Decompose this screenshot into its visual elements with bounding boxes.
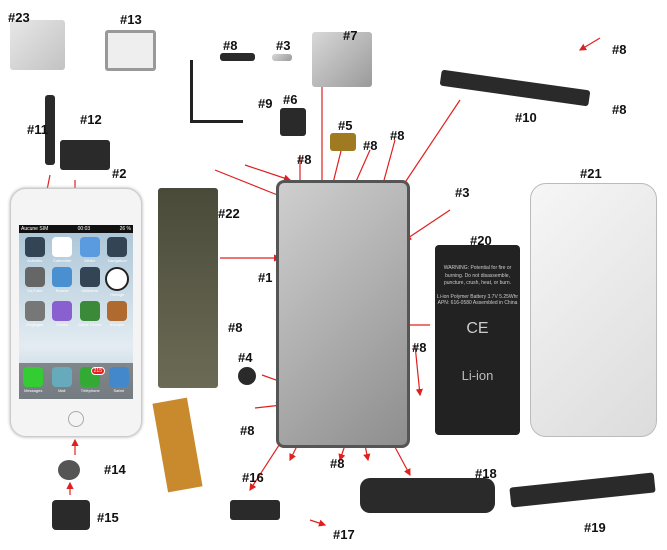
label: #17 xyxy=(333,527,355,542)
app-icon: Navigation xyxy=(105,237,131,263)
midframe-part xyxy=(276,180,410,448)
rear-camera-part xyxy=(280,108,306,136)
label: #9 xyxy=(258,96,273,111)
label: #8 xyxy=(363,138,378,153)
app-icon: Activités xyxy=(22,237,48,263)
home-button-part xyxy=(52,500,90,530)
label: #8 xyxy=(330,456,345,471)
label: #5 xyxy=(338,118,353,133)
dock-icon: Messages xyxy=(19,367,48,399)
app-icon: iTunes xyxy=(50,301,76,327)
screen: Aucune SIM 00:03 26 % Activités Calendrier… xyxy=(19,225,133,399)
time: 00:03 xyxy=(77,226,91,232)
label: #2 xyxy=(112,166,127,181)
speaker-part xyxy=(330,133,356,151)
label: #8 xyxy=(612,42,627,57)
app-icon: Météo xyxy=(77,237,103,263)
app-icon: Bourse xyxy=(50,267,76,297)
app-icon: Game Center xyxy=(77,301,103,327)
dock-icon: Mail xyxy=(48,367,77,399)
label: #1 xyxy=(258,270,273,285)
label: #3 xyxy=(276,38,291,53)
label: #6 xyxy=(283,92,298,107)
label: #8 xyxy=(297,152,312,167)
label: #8 xyxy=(612,102,627,117)
label: #16 xyxy=(242,470,264,485)
dock-icon: Safari xyxy=(105,367,134,399)
dock-connector-part xyxy=(230,500,280,520)
label: #11 xyxy=(27,122,48,137)
app-icon: Réglages xyxy=(22,301,48,327)
label: #7 xyxy=(343,28,358,43)
label: #8 xyxy=(390,128,405,143)
app-icon: Horloge xyxy=(105,267,131,297)
app-icon: YouTube xyxy=(22,267,48,297)
label: #23 xyxy=(8,10,30,25)
bracket-part xyxy=(220,53,255,61)
battery-level: 26 % xyxy=(119,226,131,232)
home-button xyxy=(68,411,84,427)
label: #12 xyxy=(80,112,102,127)
label: #8 xyxy=(228,320,243,335)
label: #20 xyxy=(470,233,492,248)
front-display-assembly: Aucune SIM 00:03 26 % Activités Calendrier… xyxy=(10,188,142,437)
label: #8 xyxy=(240,423,255,438)
label: #10 xyxy=(515,110,537,125)
back-glass-part xyxy=(530,183,657,437)
shield-part xyxy=(312,32,372,87)
label: #21 xyxy=(580,166,602,181)
label: #4 xyxy=(238,350,253,365)
screws-part xyxy=(10,20,65,70)
label: #3 xyxy=(455,185,470,200)
label: #22 xyxy=(218,206,240,221)
front-camera-part xyxy=(45,95,55,165)
vibrator-part xyxy=(238,367,256,385)
logic-board-part xyxy=(158,188,218,388)
battery-part: WARNING: Potential for fire or burning. … xyxy=(435,245,520,435)
flex-cable-part xyxy=(190,60,243,123)
carrier: Aucune SIM xyxy=(21,226,49,232)
loudspeaker-part xyxy=(360,478,495,513)
app-icon: Kiosque xyxy=(105,301,131,327)
label: #19 xyxy=(584,520,606,535)
label: #15 xyxy=(97,510,119,525)
app-icon: Calendrier xyxy=(50,237,76,263)
earpiece-part xyxy=(60,140,110,170)
label: #13 xyxy=(120,12,142,27)
label: #8 xyxy=(412,340,427,355)
label: #14 xyxy=(104,462,126,477)
notification-badge: 215 xyxy=(90,367,105,375)
label: #8 xyxy=(223,38,238,53)
label: #18 xyxy=(475,466,497,481)
button-part xyxy=(272,54,292,61)
home-flex-part xyxy=(58,460,80,480)
app-icon: Utilitaires xyxy=(77,267,103,297)
sim-tray-part xyxy=(105,30,156,71)
